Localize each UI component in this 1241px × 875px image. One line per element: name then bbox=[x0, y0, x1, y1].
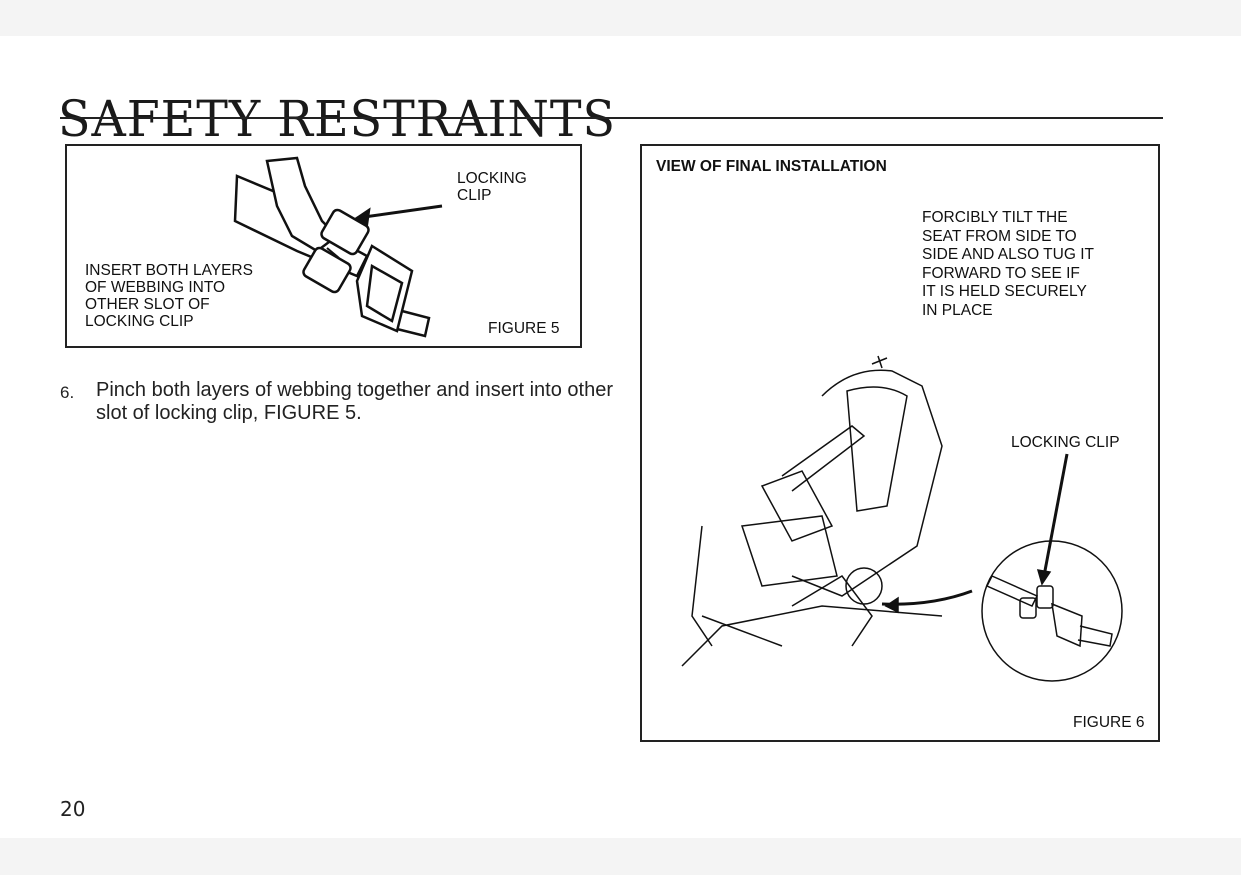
page-number: 20 bbox=[60, 797, 86, 821]
locking-clip-illustration bbox=[233, 156, 443, 338]
figure-5-caption: FIGURE 5 bbox=[488, 320, 560, 337]
step-text: Pinch both layers of webbing together an… bbox=[96, 379, 613, 424]
title-divider bbox=[60, 117, 1163, 119]
step-number: 6. bbox=[60, 383, 75, 402]
locking-clip-callout: LOCKING CLIP bbox=[1011, 434, 1120, 451]
locking-clip-callout: LOCKING CLIP bbox=[457, 170, 527, 204]
figure-6-instruction: FORCIBLY TILT THE SEAT FROM SIDE TO SIDE… bbox=[922, 209, 1094, 319]
car-seat-illustration bbox=[681, 355, 1123, 682]
page-top-margin bbox=[0, 0, 1241, 36]
figure-6-caption: FIGURE 6 bbox=[1073, 714, 1145, 731]
page-bottom-margin bbox=[0, 838, 1241, 875]
figure-5-instruction: INSERT BOTH LAYERS OF WEBBING INTO OTHER… bbox=[85, 262, 253, 330]
figure-6: VIEW OF FINAL INSTALLATION FORCIBLY TILT… bbox=[640, 144, 1160, 742]
figure-6-heading: VIEW OF FINAL INSTALLATION bbox=[656, 158, 887, 175]
figure-5: LOCKING CLIP INSERT BOTH LAYERS OF WEBBI… bbox=[65, 144, 582, 348]
